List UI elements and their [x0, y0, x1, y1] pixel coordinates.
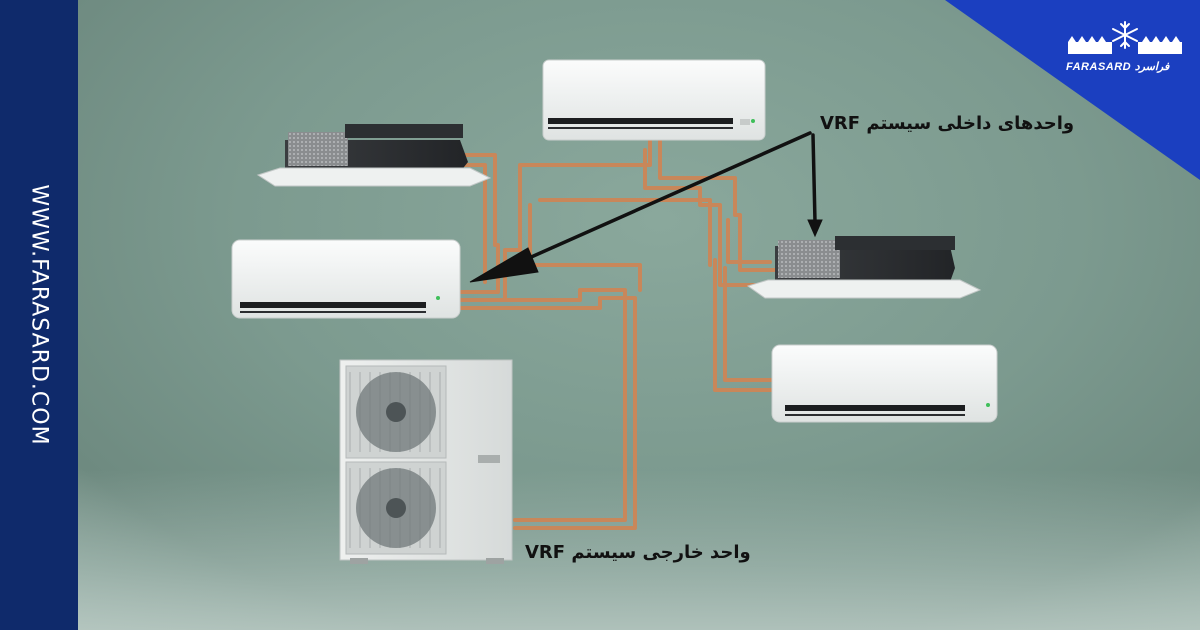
- outdoor-unit-label: واحد خارجی سیستم VRF: [525, 542, 751, 563]
- outdoor-condenser-unit: [339, 359, 513, 564]
- indoor-cassette-unit-right: [746, 236, 982, 299]
- indoor-wall-unit-right: [771, 344, 998, 423]
- indoor-wall-unit-top: [542, 59, 766, 141]
- website-url: WWW.FARASARD.COM: [26, 184, 52, 446]
- indoor-units-label: واحدهای داخلی سیستم VRF: [820, 113, 1075, 134]
- pointer-arrows: [469, 131, 823, 283]
- floor-shadow: [78, 470, 1200, 630]
- brand-name: FARASARD فراسرد: [1066, 60, 1169, 73]
- indoor-cassette-unit-left: [256, 124, 492, 187]
- arrow-head-left: [469, 247, 539, 283]
- snowflake-gear-logo-icon: [1068, 21, 1182, 54]
- arrow-to-right-cassette: [811, 133, 817, 224]
- indoor-wall-unit-left: [231, 239, 461, 319]
- refrigerant-pipes: [458, 138, 777, 530]
- arrow-to-left-unit: [518, 131, 812, 264]
- left-brand-band: [0, 0, 78, 630]
- arrow-head-down: [807, 219, 823, 238]
- brand-name-latin: FARASARD: [1066, 61, 1132, 73]
- brand-name-persian: فراسرد: [1134, 61, 1170, 73]
